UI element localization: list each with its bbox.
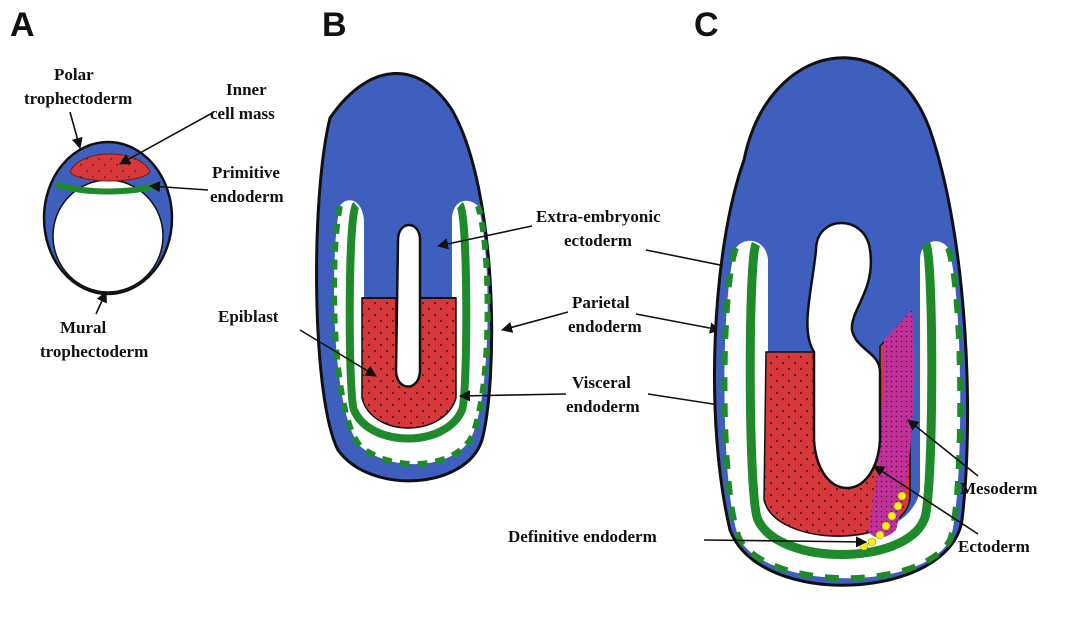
svg-text:Primitive: Primitive xyxy=(212,163,280,182)
svg-text:Ectoderm: Ectoderm xyxy=(958,537,1030,556)
egg-cylinder-late xyxy=(714,58,967,585)
svg-text:Epiblast: Epiblast xyxy=(218,307,279,326)
svg-text:endoderm: endoderm xyxy=(568,317,642,336)
blastocoel-cavity xyxy=(53,180,163,292)
svg-text:Definitive endoderm: Definitive endoderm xyxy=(508,527,657,546)
label-polar-trophectoderm: Polar trophectoderm xyxy=(24,65,132,108)
svg-text:trophectoderm: trophectoderm xyxy=(24,89,132,108)
label-definitive-endoderm: Definitive endoderm xyxy=(508,527,657,546)
label-ectoderm: Ectoderm xyxy=(958,537,1030,556)
label-mural-trophectoderm: Mural trophectoderm xyxy=(40,318,148,361)
svg-text:Extra-embryonic: Extra-embryonic xyxy=(536,207,661,226)
svg-text:endoderm: endoderm xyxy=(210,187,284,206)
svg-text:cell mass: cell mass xyxy=(210,104,275,123)
arrow-mural-trophectoderm xyxy=(96,292,106,314)
arrow-parietal-b xyxy=(502,312,568,330)
label-parietal-endoderm: Parietal endoderm xyxy=(568,293,642,336)
svg-text:Mesoderm: Mesoderm xyxy=(960,479,1037,498)
svg-text:Inner: Inner xyxy=(226,80,267,99)
panel-label-c: C xyxy=(694,6,719,44)
svg-text:trophectoderm: trophectoderm xyxy=(40,342,148,361)
egg-cylinder-early xyxy=(317,73,492,480)
svg-text:Polar: Polar xyxy=(54,65,94,84)
label-extra-embryonic-ectoderm: Extra-embryonic ectoderm xyxy=(536,207,661,250)
arrow-inner-cell-mass xyxy=(120,112,214,164)
svg-text:Visceral: Visceral xyxy=(572,373,631,392)
arrow-polar-trophectoderm xyxy=(70,112,80,148)
proamniotic-cavity xyxy=(396,225,420,387)
label-mesoderm: Mesoderm xyxy=(960,479,1037,498)
svg-text:endoderm: endoderm xyxy=(566,397,640,416)
label-visceral-endoderm: Visceral endoderm xyxy=(566,373,640,416)
panel-label-b: B xyxy=(322,6,347,44)
label-inner-cell-mass: Inner cell mass xyxy=(210,80,275,123)
svg-text:Mural: Mural xyxy=(60,318,107,337)
svg-text:Parietal: Parietal xyxy=(572,293,630,312)
panel-label-a: A xyxy=(10,6,35,44)
label-primitive-endoderm: Primitive endoderm xyxy=(210,163,284,206)
blastocyst xyxy=(44,142,172,294)
arrow-parietal-c xyxy=(636,314,720,330)
proamniotic-cavity-c xyxy=(807,223,880,488)
svg-text:ectoderm: ectoderm xyxy=(564,231,632,250)
label-epiblast: Epiblast xyxy=(218,307,279,326)
